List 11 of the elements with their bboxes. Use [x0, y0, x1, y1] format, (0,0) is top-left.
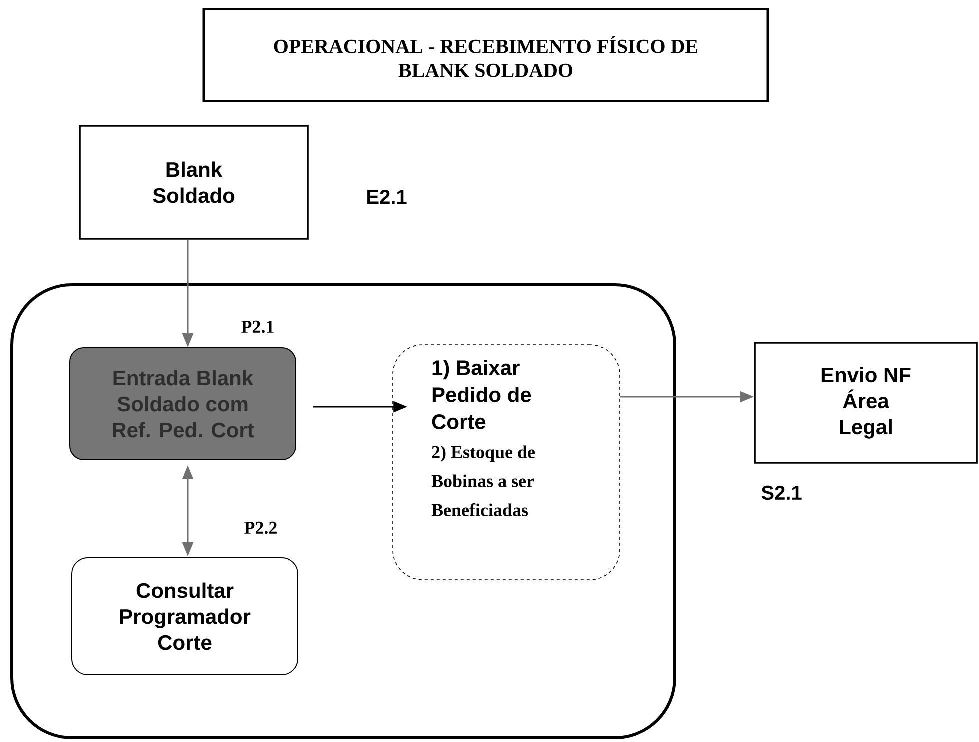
code-label: E2.1: [368, 190, 407, 204]
edge-label: P2.2: [244, 522, 277, 534]
code-label: P2.1: [242, 320, 274, 334]
process-box: Entrada Blank Soldado com Ref. Ped. Cort: [70, 348, 296, 460]
process-box: Consultar Programador Corte: [72, 558, 298, 676]
process-box: Envio NF Área Legal: [754, 342, 978, 464]
code-label: S2.1: [762, 486, 802, 500]
title-box: OPERACIONAL - RECEBIMENTO FÍSICO DE BLANK SOLDADO: [202, 8, 770, 102]
system-boundary: [10, 284, 676, 740]
process-box: Blank Soldado: [79, 125, 309, 240]
dashed-box: 1) Baixar Pedido de Corte 2) Estoque de Bobinas a ser Beneficiadas: [392, 344, 620, 580]
